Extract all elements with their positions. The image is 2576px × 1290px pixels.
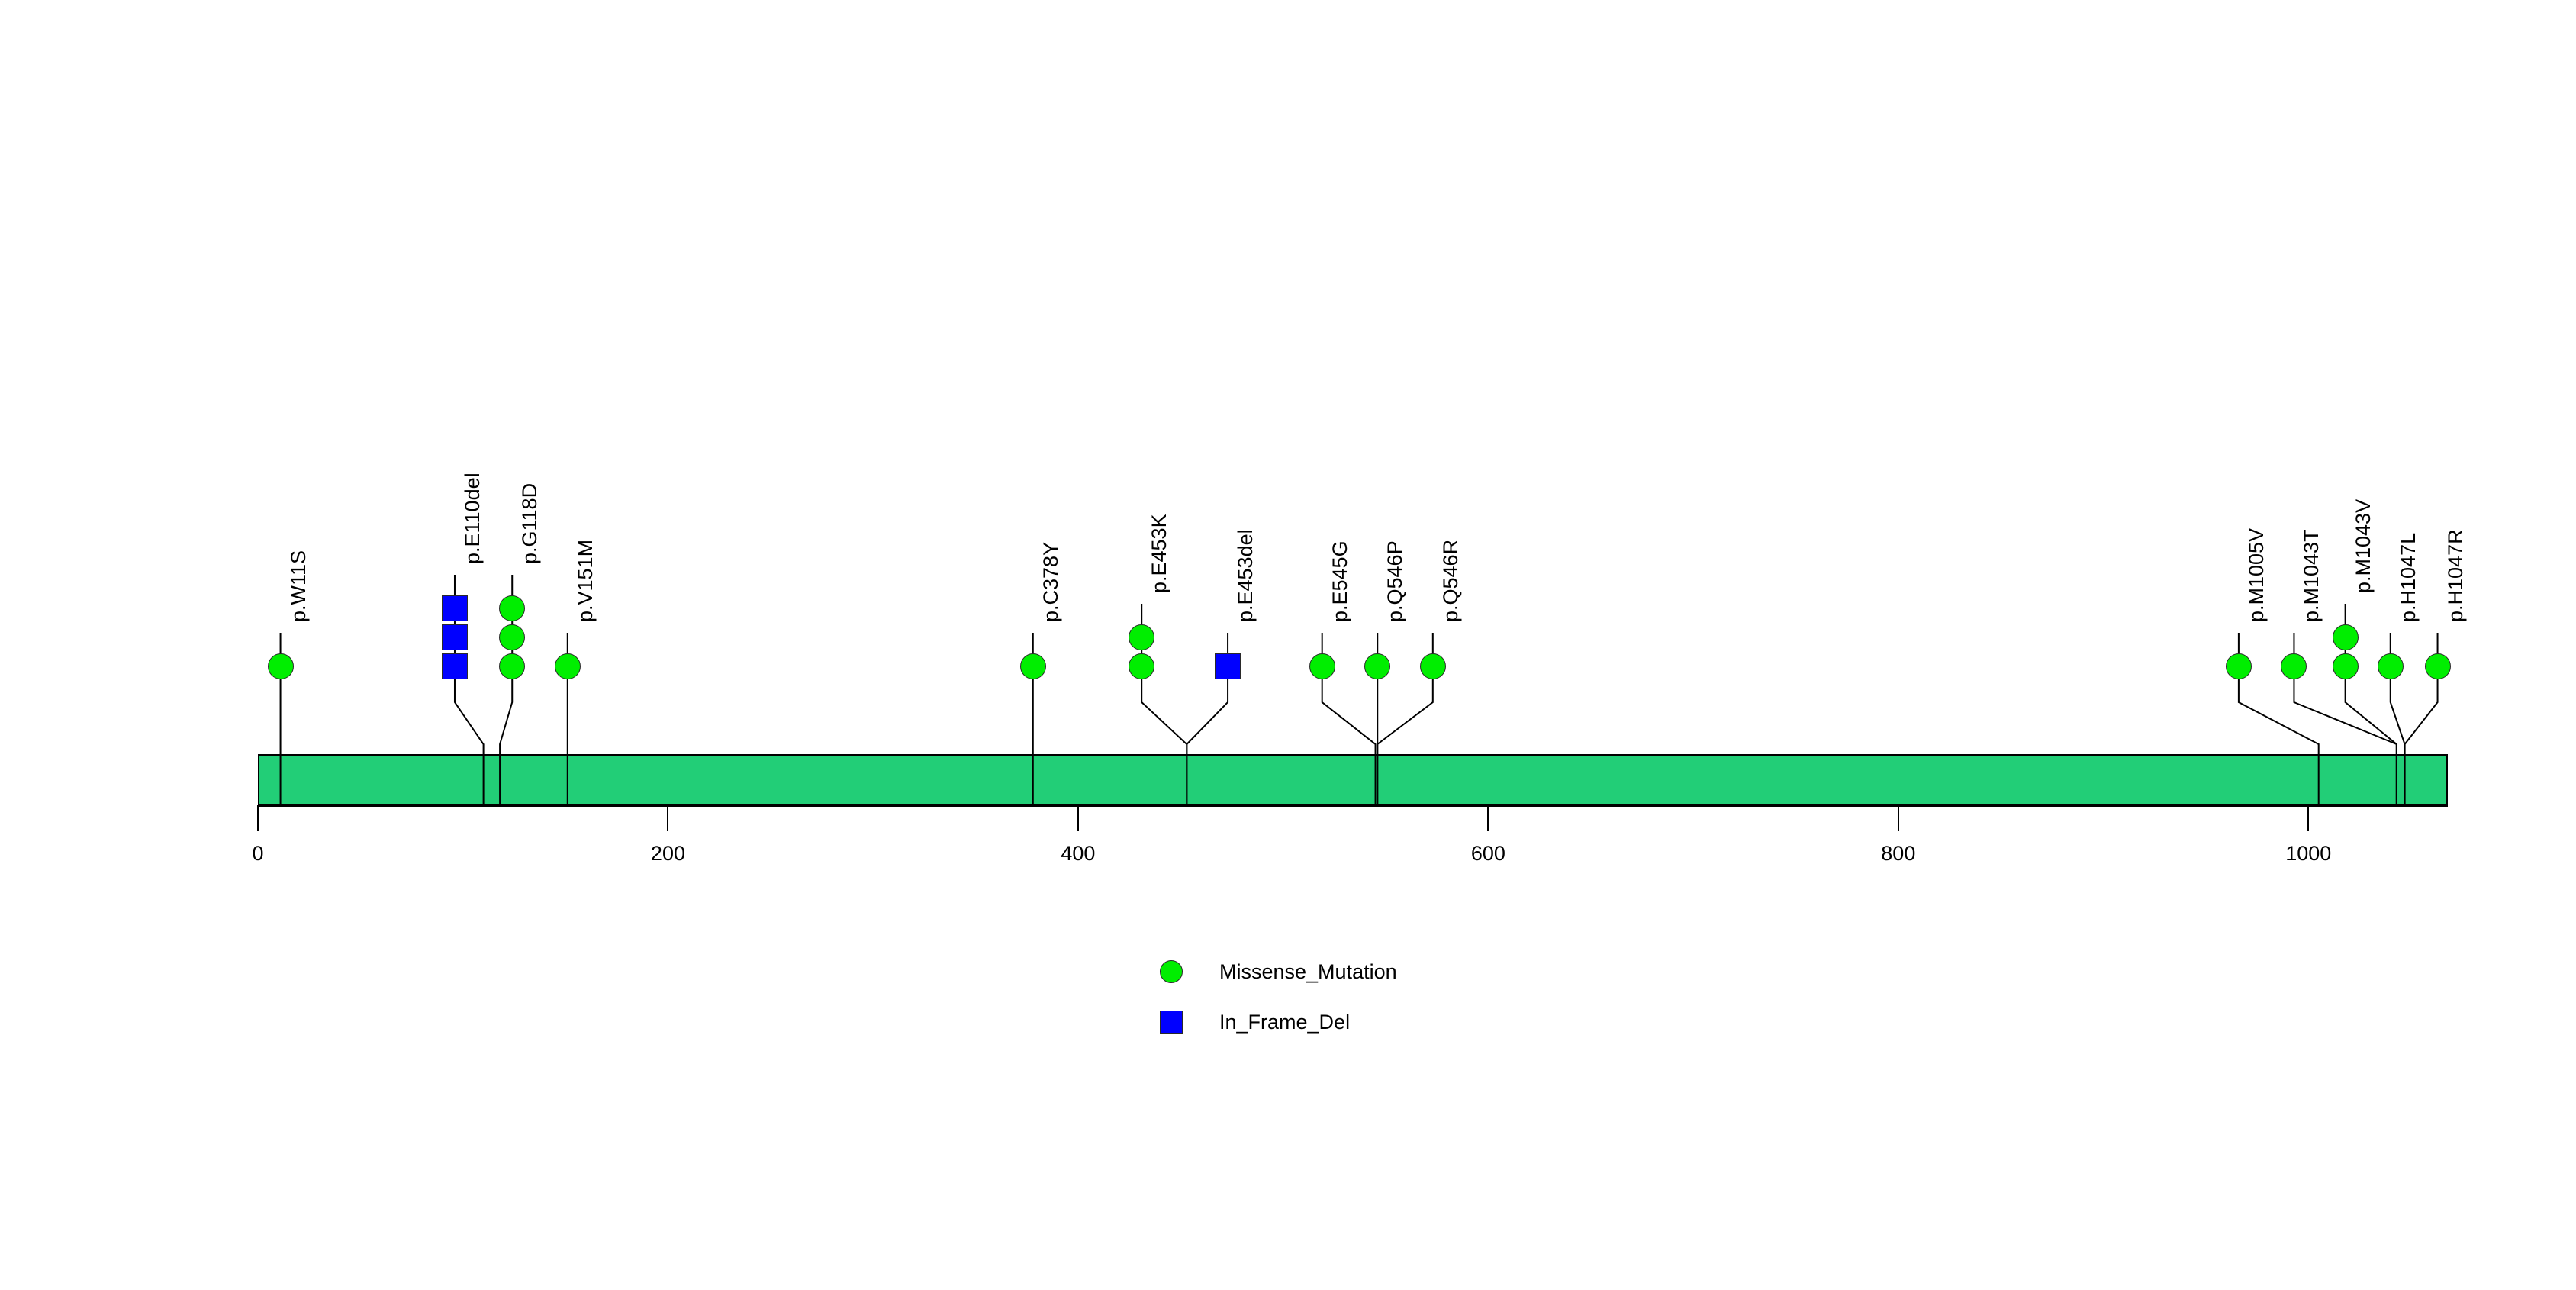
- mutation-label[interactable]: p.H1047R: [2443, 529, 2467, 622]
- lollipop-head-inframedel[interactable]: [1215, 653, 1241, 679]
- x-axis-tick: [1487, 805, 1489, 831]
- lollipop-head-missense[interactable]: [2281, 653, 2307, 679]
- mutation-label[interactable]: p.W11S: [286, 550, 310, 622]
- x-axis-line: [258, 805, 2448, 807]
- mutation-label[interactable]: p.Q546R: [1438, 539, 1462, 622]
- x-axis-tick-label: 800: [1881, 842, 1916, 865]
- mutation-label[interactable]: p.H1047L: [2396, 532, 2420, 622]
- x-axis-tick-label: 0: [252, 842, 264, 865]
- x-axis-tick-label: 200: [650, 842, 685, 865]
- mutation-label[interactable]: p.G118D: [518, 482, 542, 564]
- legend-swatch-square-icon: [1160, 1011, 1183, 1034]
- lollipop-head-missense[interactable]: [499, 653, 526, 679]
- lollipop-head-missense[interactable]: [2332, 624, 2359, 650]
- mutation-label[interactable]: p.E545G: [1328, 540, 1351, 622]
- x-axis-tick-label: 600: [1470, 842, 1505, 865]
- lollipop-head-missense[interactable]: [2225, 653, 2252, 679]
- lollipop-head-missense[interactable]: [1419, 653, 1446, 679]
- legend-label: Missense_Mutation: [1219, 959, 1397, 983]
- lollipop-head-missense[interactable]: [499, 595, 526, 621]
- lollipop-head-inframedel[interactable]: [441, 624, 468, 650]
- mutation-label[interactable]: p.Q546P: [1383, 540, 1407, 622]
- lollipop-head-missense[interactable]: [554, 653, 581, 679]
- lollipop-head-missense[interactable]: [1129, 624, 1155, 650]
- lollipop-head-missense[interactable]: [1019, 653, 1046, 679]
- lollipop-head-missense[interactable]: [2424, 653, 2451, 679]
- mutation-label[interactable]: p.M1005V: [2244, 527, 2268, 622]
- legend-label: In_Frame_Del: [1219, 1010, 1351, 1034]
- lollipop-head-inframedel[interactable]: [441, 595, 468, 621]
- x-axis-tick: [1077, 805, 1079, 831]
- legend-item[interactable]: In_Frame_Del: [1160, 1011, 1350, 1034]
- mutation-label[interactable]: p.E110del: [460, 472, 484, 564]
- mutation-label[interactable]: p.V151M: [573, 539, 597, 622]
- legend-item[interactable]: Missense_Mutation: [1160, 960, 1397, 983]
- x-axis-tick: [257, 805, 259, 831]
- mutation-label[interactable]: p.C378Y: [1038, 541, 1062, 622]
- lollipop-head-missense[interactable]: [1364, 653, 1391, 679]
- lollipop-head-missense[interactable]: [2332, 653, 2359, 679]
- lollipop-head-missense[interactable]: [1309, 653, 1335, 679]
- x-axis-tick: [2307, 805, 2310, 831]
- lollipop-head-missense[interactable]: [267, 653, 294, 679]
- x-axis-tick: [1897, 805, 1899, 831]
- protein-backbone[interactable]: [258, 754, 2448, 805]
- mutation-label[interactable]: p.M1043T: [2300, 529, 2323, 622]
- lollipop-head-inframedel[interactable]: [441, 653, 468, 679]
- lollipop-head-missense[interactable]: [1129, 653, 1155, 679]
- lollipop-head-missense[interactable]: [499, 624, 526, 650]
- x-axis-tick: [667, 805, 669, 831]
- mutation-label[interactable]: p.M1043V: [2351, 498, 2375, 593]
- mutation-label[interactable]: p.E453del: [1234, 529, 1257, 622]
- x-axis-tick-label: 400: [1061, 842, 1096, 865]
- x-axis-tick-label: 1000: [2285, 842, 2332, 865]
- mutation-label[interactable]: p.E453K: [1148, 514, 1171, 593]
- lollipop-head-missense[interactable]: [2377, 653, 2404, 679]
- legend-swatch-circle-icon: [1160, 960, 1183, 983]
